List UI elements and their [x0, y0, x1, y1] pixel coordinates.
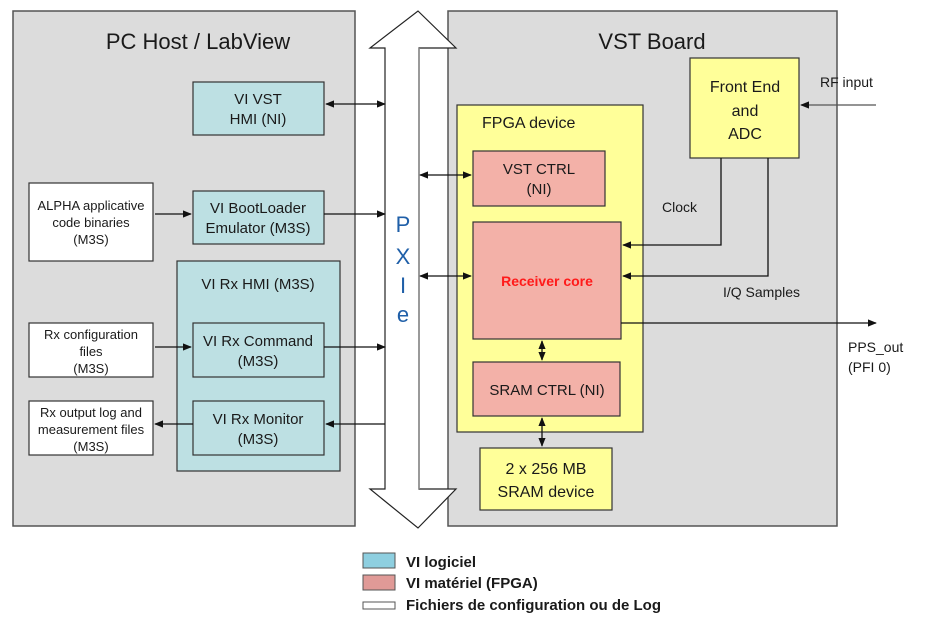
receiver-core-block: Receiver core: [472, 221, 622, 340]
vi-bootloader-line1: VI BootLoader: [210, 200, 306, 217]
pps-out-label-line2: (PFI 0): [848, 359, 891, 375]
legend-label-files: Fichiers de configuration ou de Log: [406, 597, 661, 614]
vi-bootloader-line2: Emulator (M3S): [205, 220, 310, 237]
rx-output-line3: (M3S): [73, 439, 108, 454]
receiver-core-label: Receiver core: [501, 273, 593, 289]
front-end-adc-block: Front End and ADC: [689, 57, 800, 159]
sram-device-line2: SRAM device: [498, 484, 595, 501]
legend: VI logiciel VI matériel (FPGA) Fichiers …: [362, 552, 661, 614]
rx-config-files: Rx configuration files (M3S): [28, 322, 154, 378]
iq-samples-label: I/Q Samples: [723, 284, 800, 300]
fpga-device-title: FPGA device: [482, 115, 575, 132]
legend-item-vi-materiel: VI matériel (FPGA): [362, 574, 538, 592]
sram-ctrl-block: SRAM CTRL (NI): [472, 361, 621, 417]
legend-item-vi-logiciel: VI logiciel: [362, 552, 476, 571]
legend-swatch-software: [362, 552, 396, 569]
rx-output-line2: measurement files: [38, 422, 145, 437]
vi-rx-monitor-line2: (M3S): [238, 431, 279, 448]
alpha-binaries-file: ALPHA applicative code binaries (M3S): [28, 182, 154, 262]
rx-config-line1: Rx configuration: [44, 327, 138, 342]
vi-vst-hmi-line2: HMI (NI): [230, 111, 287, 128]
pxie-char-p: P: [396, 212, 411, 237]
arrow-iq-samples: [622, 158, 769, 280]
rx-output-line1: Rx output log and: [40, 405, 142, 420]
vst-board-title: VST Board: [598, 29, 705, 54]
vi-bootloader-block: VI BootLoader Emulator (M3S): [192, 190, 325, 245]
vi-rx-monitor-block: VI Rx Monitor (M3S): [192, 400, 325, 456]
vst-ctrl-line1: VST CTRL: [503, 161, 575, 178]
sram-device-line1: 2 x 256 MB: [506, 461, 587, 478]
vst-ctrl-line2: (NI): [527, 181, 552, 198]
alpha-binaries-line3: (M3S): [73, 232, 108, 247]
pxie-char-x: X: [396, 244, 411, 269]
alpha-binaries-line2: code binaries: [52, 215, 130, 230]
arrow-clock: [622, 158, 722, 249]
rf-input-label: RF input: [820, 74, 873, 90]
rx-output-files: Rx output log and measurement files (M3S…: [28, 400, 154, 456]
pc-host-title: PC Host / LabView: [106, 29, 290, 54]
clock-label: Clock: [662, 199, 698, 215]
sram-device-block: 2 x 256 MB SRAM device: [479, 447, 613, 511]
pps-out-label-line1: PPS_out: [848, 339, 903, 355]
legend-label-software: VI logiciel: [406, 554, 476, 571]
alpha-binaries-line1: ALPHA applicative: [38, 198, 145, 213]
vi-rx-monitor-line1: VI Rx Monitor: [213, 411, 304, 428]
vi-rx-command-block: VI Rx Command (M3S): [192, 322, 325, 378]
pxie-bus: P X I e: [368, 10, 458, 529]
legend-item-fichiers: Fichiers de configuration ou de Log: [362, 597, 661, 614]
legend-swatch-hardware: [362, 574, 396, 591]
legend-swatch-files: [362, 601, 396, 610]
vi-vst-hmi-line1: VI VST: [234, 91, 282, 108]
pxie-char-e: e: [397, 302, 409, 327]
rx-hmi-title: VI Rx HMI (M3S): [201, 276, 314, 293]
vi-rx-command-line2: (M3S): [238, 353, 279, 370]
rx-config-line2: files: [79, 344, 103, 359]
legend-label-hardware: VI matériel (FPGA): [406, 575, 538, 592]
vst-ctrl-block: VST CTRL (NI): [472, 150, 606, 207]
front-end-line2: and: [732, 103, 759, 120]
vi-rx-command-line1: VI Rx Command: [203, 333, 313, 350]
pxie-char-i: I: [400, 273, 406, 298]
rx-config-line3: (M3S): [73, 361, 108, 376]
sram-ctrl-label: SRAM CTRL (NI): [489, 382, 604, 399]
vi-vst-hmi-block: VI VST HMI (NI): [192, 81, 325, 136]
front-end-line3: ADC: [728, 126, 762, 143]
front-end-line1: Front End: [710, 79, 780, 96]
